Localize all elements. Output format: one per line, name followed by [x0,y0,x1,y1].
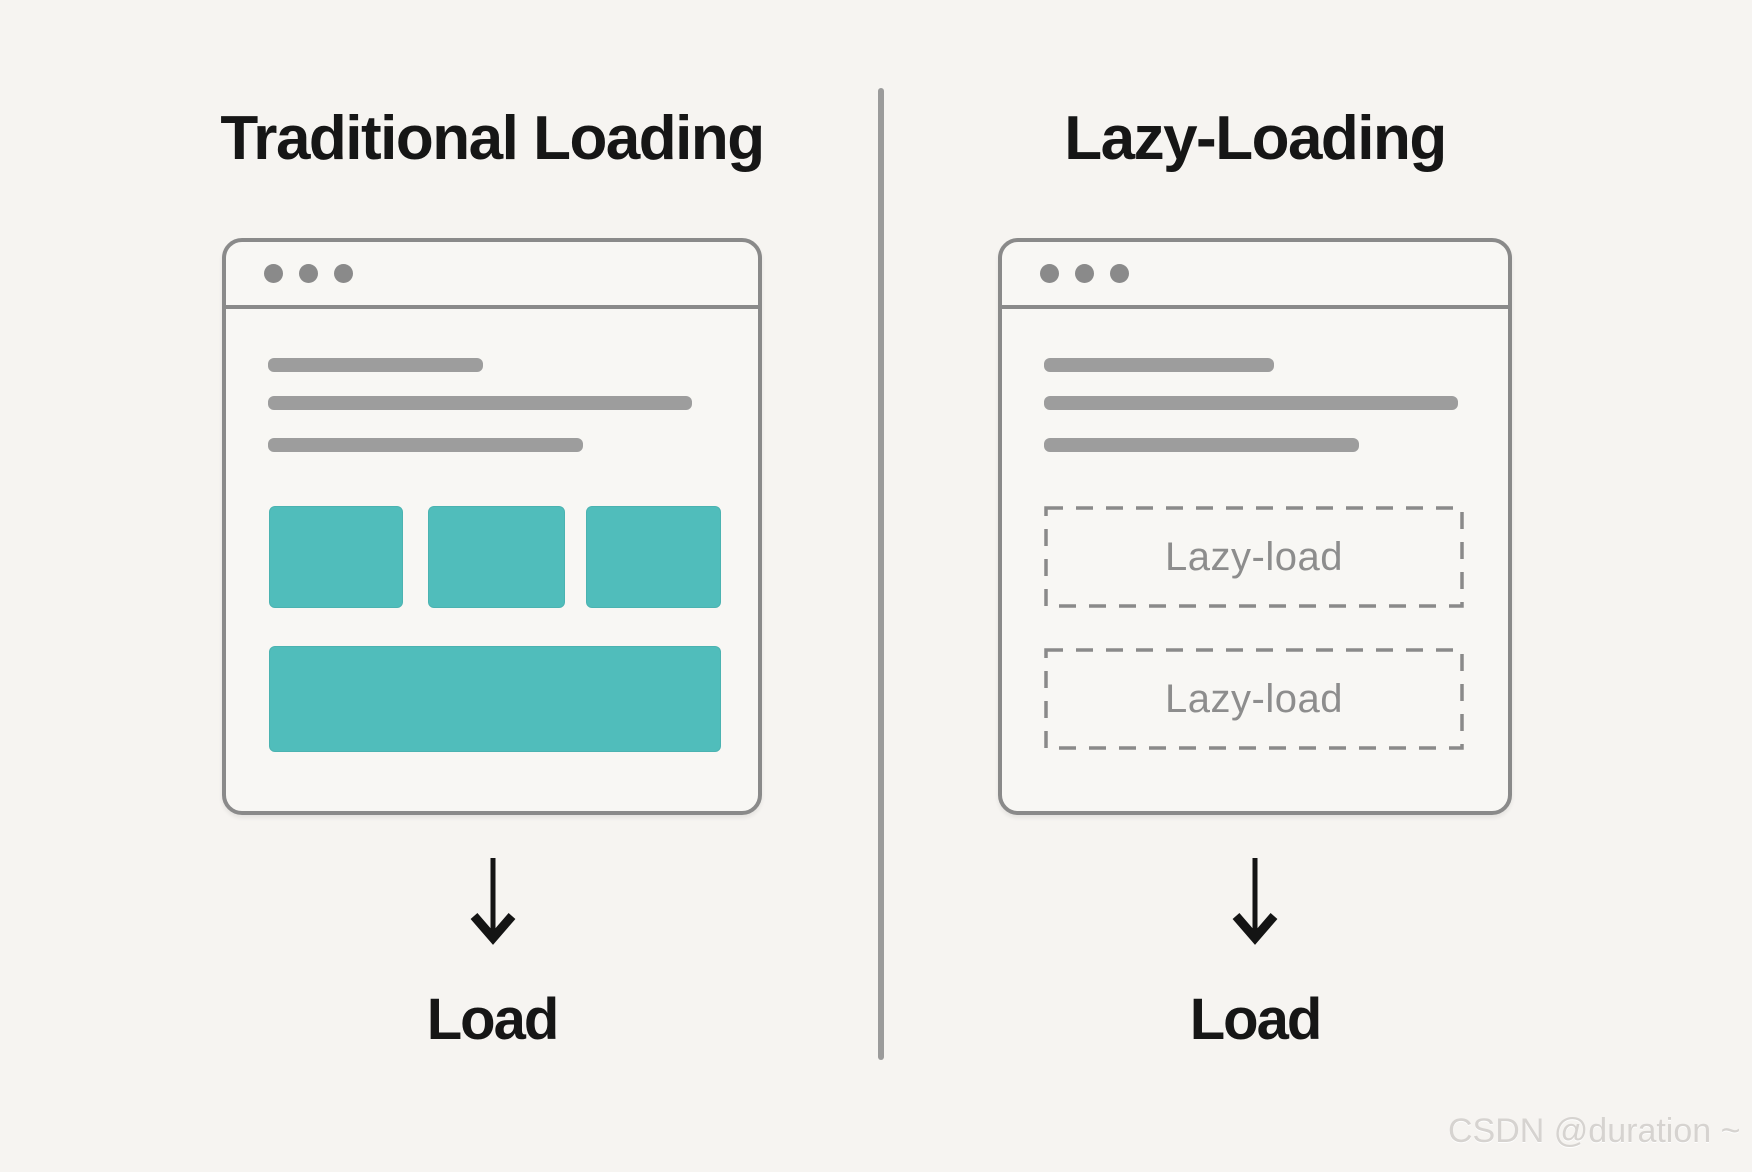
browser-content [226,309,758,811]
window-dot-icon [299,264,318,283]
lazy-load-label: Lazy-load [1165,534,1343,579]
lazy-load-placeholder: Lazy-load [1044,506,1464,608]
lazy-load-label: Lazy-load [1165,676,1343,721]
text-line-placeholder [268,396,692,410]
browser-titlebar [226,242,758,309]
traditional-loading-title: Traditional Loading [220,104,765,173]
text-line-placeholder [1044,358,1274,372]
traditional-browser-window [222,238,762,815]
lazy-load-placeholder: Lazy-load [1044,648,1464,750]
text-line-placeholder [1044,438,1359,452]
lazy-browser-window: Lazy-load Lazy-load [998,238,1512,815]
text-line-placeholder [268,358,483,372]
window-control-dots-icon [264,264,353,283]
window-dot-icon [1075,264,1094,283]
down-arrow-icon [470,858,516,945]
load-label: Load [1189,987,1323,1052]
down-arrow-icon [1232,858,1278,945]
window-dot-icon [334,264,353,283]
window-dot-icon [264,264,283,283]
loaded-image-block [586,506,721,608]
center-divider [878,88,884,1060]
loaded-image-block [269,506,403,608]
load-label: Load [426,987,560,1052]
lazy-loading-title: Lazy-Loading [1064,104,1447,173]
csdn-watermark: CSDN @duration ~ [1448,1112,1741,1150]
dashed-border [1044,648,1464,750]
text-line-placeholder [1044,396,1458,410]
browser-titlebar [1002,242,1508,309]
dashed-border [1044,506,1464,608]
loaded-hero-block [269,646,721,752]
browser-content: Lazy-load Lazy-load [1002,309,1508,811]
text-line-placeholder [268,438,583,452]
window-dot-icon [1110,264,1129,283]
window-dot-icon [1040,264,1059,283]
window-control-dots-icon [1040,264,1129,283]
loaded-image-block [428,506,565,608]
